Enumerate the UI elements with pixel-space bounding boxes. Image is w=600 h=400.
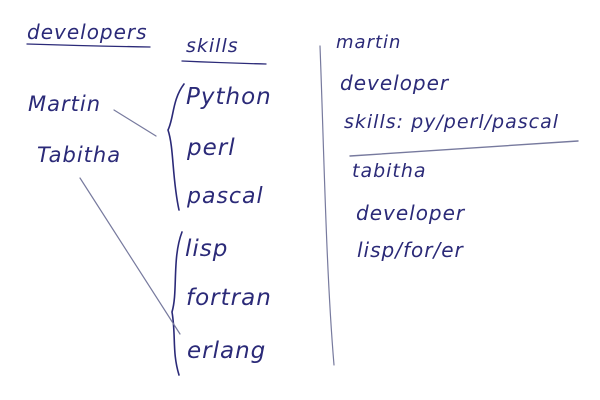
skill-lisp: lisp xyxy=(185,236,229,262)
record-2-role: developer xyxy=(356,201,466,225)
skill-python: Python xyxy=(186,84,272,110)
tabitha-skills-connector xyxy=(79,177,181,335)
developers-heading: developers xyxy=(27,20,148,44)
record-1-role: developer xyxy=(340,71,450,95)
skill-perl: perl xyxy=(187,135,236,161)
developer-name-martin: Martin xyxy=(28,92,101,116)
panel-divider xyxy=(319,45,335,366)
skill-fortran: fortran xyxy=(186,285,272,311)
developers-underline xyxy=(26,43,151,48)
skills-heading: skills xyxy=(186,35,239,57)
developer-name-tabitha: Tabitha xyxy=(37,143,122,167)
skill-pascal: pascal xyxy=(187,184,264,209)
martin-skills-connector xyxy=(113,109,157,137)
record-2-name: tabitha xyxy=(352,160,427,182)
record-1-name: martin xyxy=(336,32,402,53)
skill-erlang: erlang xyxy=(187,338,267,364)
skills-group-1-bracket xyxy=(167,83,185,211)
skills-underline xyxy=(181,60,267,65)
record-1-skills: skills: py/perl/pascal xyxy=(344,111,559,133)
record-2-skills: lisp/for/er xyxy=(357,238,464,262)
record-separator xyxy=(349,140,579,157)
skills-group-2-bracket xyxy=(171,231,183,376)
